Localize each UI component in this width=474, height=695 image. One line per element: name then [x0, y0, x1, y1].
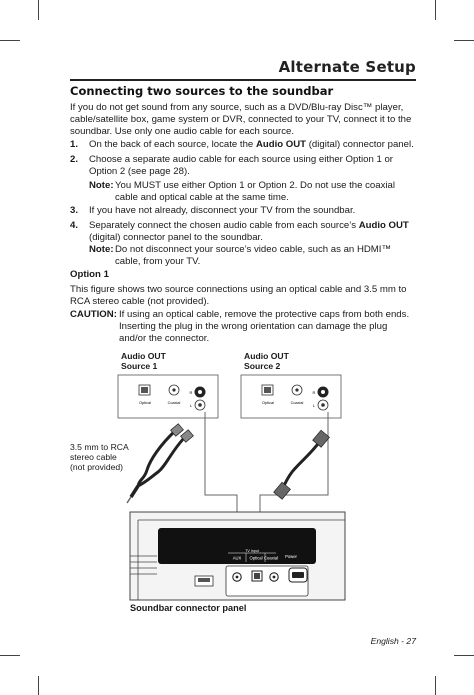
step-text: Choose a separate audio cable for each s… [89, 154, 393, 177]
note-text: Do not disconnect your source’s video ca… [115, 244, 392, 267]
step-text: Separately connect the chosen audio cabl… [89, 220, 409, 243]
rca-stereo-cable [126, 423, 194, 504]
diagram-caption: Soundbar connector panel [130, 603, 247, 613]
power-label: Power [285, 554, 297, 559]
option-title: Option 1 [70, 269, 109, 280]
panel-label: Coaxial [168, 401, 181, 405]
crop-mark [38, 676, 39, 695]
step-number: 1. [70, 139, 79, 150]
crop-mark [38, 0, 39, 20]
panel-label: L [190, 403, 193, 408]
coaxial-label: Coaxial [264, 556, 278, 561]
crop-mark [0, 655, 20, 656]
panel-label: Optical [262, 401, 274, 405]
panel-label: L [313, 403, 316, 408]
tv-input-label: TV Input [245, 549, 259, 553]
crop-mark [435, 676, 436, 695]
soundbar-panel: TV Input AUX Optical Coaxial Power Servi… [129, 511, 346, 601]
optical-cable [273, 429, 330, 500]
note-label: Note: [89, 180, 114, 191]
note-text: You MUST use either Option 1 or Option 2… [115, 180, 395, 203]
step-number: 2. [70, 154, 79, 165]
panel-label: Coaxial [291, 401, 304, 405]
step-number: 4. [70, 220, 79, 231]
intro-paragraph: If you do not get sound from any source,… [70, 102, 412, 137]
crop-mark [454, 40, 474, 41]
crop-mark [0, 40, 20, 41]
cable-label: 3.5 mm to RCA stereo cable (not provided… [70, 442, 129, 473]
optical-label: Optical [249, 556, 262, 561]
caution-text: If using an optical cable, remove the pr… [119, 309, 410, 344]
header-rule [70, 79, 416, 81]
panel-label: Optical [139, 401, 151, 405]
step-text: If you have not already, disconnect your… [89, 205, 356, 216]
source1-panel: Optical Coaxial R L [117, 374, 219, 419]
panel-label: R [190, 390, 193, 395]
note-label: Note: [89, 244, 114, 255]
page-header-title: Alternate Setup [278, 58, 416, 76]
panel-label: R [313, 390, 316, 395]
aux-label: AUX [233, 556, 242, 561]
step-number: 3. [70, 205, 79, 216]
crop-mark [454, 655, 474, 656]
step-text: On the back of each source, locate the A… [89, 139, 414, 150]
page-footer: English - 27 [370, 636, 416, 646]
option-paragraph: This figure shows two source connections… [70, 284, 407, 307]
source2-panel: Optical Coaxial R L [240, 374, 342, 419]
crop-mark [435, 0, 436, 20]
section-title: Connecting two sources to the soundbar [70, 84, 334, 98]
service-label: Service [198, 572, 210, 576]
caution-label: CAUTION: [70, 309, 117, 320]
